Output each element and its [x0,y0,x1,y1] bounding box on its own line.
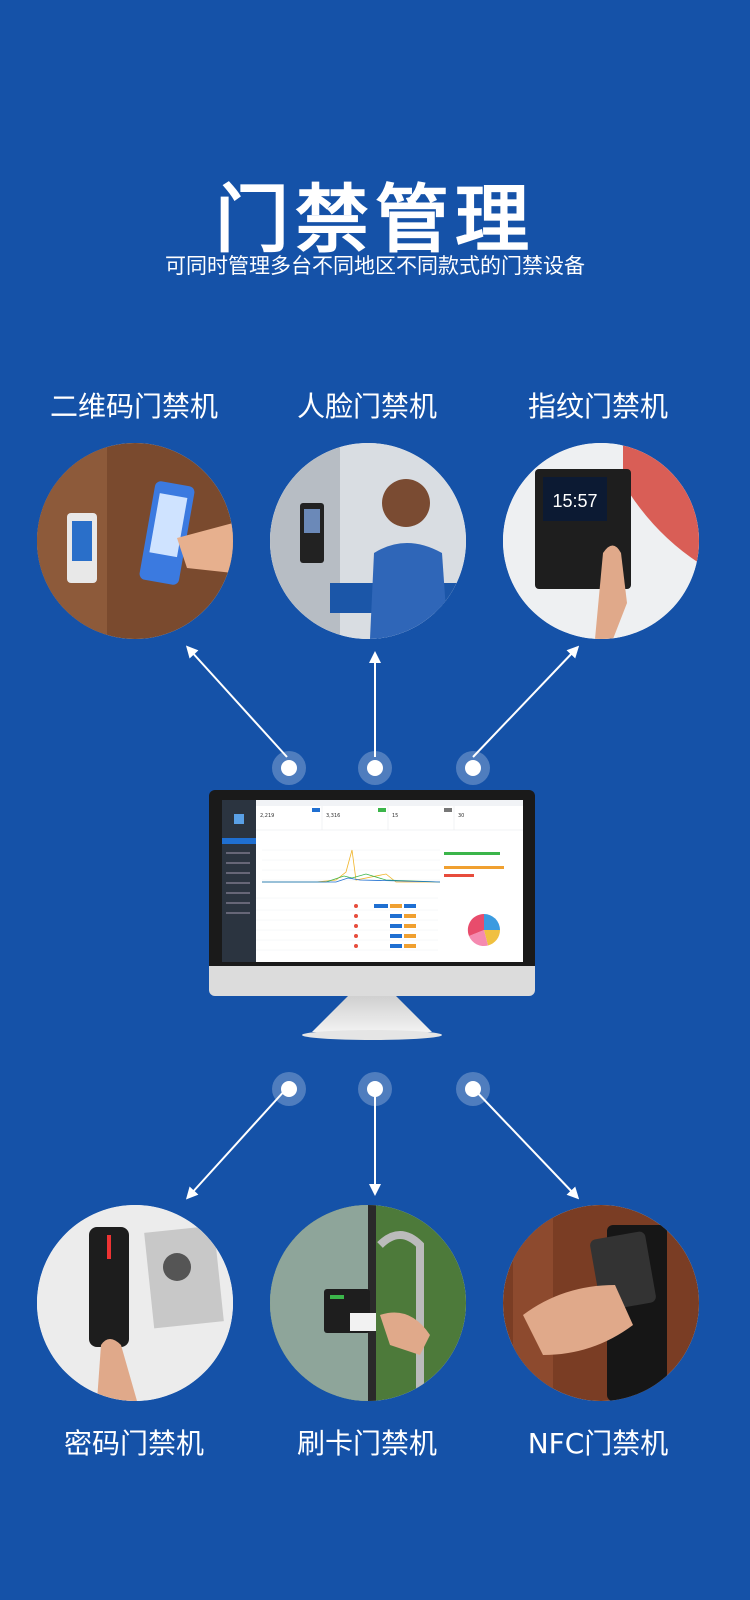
hub-dot [358,751,392,785]
hub-dot [358,1072,392,1106]
hub-dot [272,751,306,785]
hub-dot [456,751,490,785]
label-fingerprint-device: 指纹门禁机 [527,390,668,423]
arrow-to-qr [185,645,288,758]
label-face-device: 人脸门禁机 [296,390,437,423]
stat-value: 15 [392,813,399,819]
label-card-device: 刷卡门禁机 [296,1427,437,1460]
keypad-device-photo [37,1205,233,1401]
stat-value: 2,219 [260,813,275,819]
computer-monitor: 2,219 3,316 15 30 [209,790,535,1040]
arrow-to-nfc [472,1087,580,1200]
stat-value: 3,316 [326,813,341,819]
dashboard-main: 2,219 3,316 15 30 [256,800,523,962]
stat-value: 30 [458,813,465,819]
label-keypad-device: 密码门禁机 [63,1427,204,1460]
hub-dot [272,1072,306,1106]
fingerprint-device-photo: 15:57 [503,443,699,639]
nfc-device-photo [503,1205,699,1401]
hub-dot [456,1072,490,1106]
dashboard-sidebar [222,800,256,962]
page-title: 门禁管理 [215,177,535,263]
face-device-photo [270,443,466,639]
dashboard-graphics [256,806,523,951]
card-device-photo [270,1205,466,1401]
dashboard-screen: 2,219 3,316 15 30 [222,800,523,962]
label-nfc-device: NFC门禁机 [527,1427,669,1460]
device-clock: 15:57 [552,491,597,511]
label-qr-device: 二维码门禁机 [49,390,218,423]
arrow-to-fingerprint [472,645,580,758]
page-subtitle: 可同时管理多台不同地区不同款式的门禁设备 [165,254,585,278]
arrow-to-keypad [185,1087,288,1200]
